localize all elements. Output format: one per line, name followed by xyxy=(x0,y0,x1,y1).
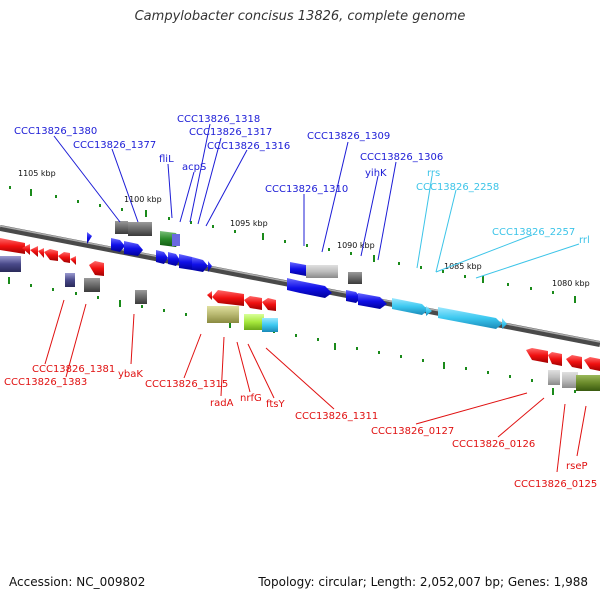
gene-box xyxy=(0,256,21,272)
gene-label-ccc13826-1311: CCC13826_1311 xyxy=(295,411,378,422)
gene-label-flil: fliL xyxy=(159,154,174,165)
gene-arrow xyxy=(87,232,92,244)
gene-label-ccc13826-2258: CCC13826_2258 xyxy=(416,182,499,193)
gene-box xyxy=(244,314,264,330)
forward-strand-genes xyxy=(87,221,507,329)
gene-box xyxy=(207,306,239,323)
gene-arrow xyxy=(208,261,212,272)
gene-arrow xyxy=(0,238,25,254)
gene-arrow xyxy=(262,298,276,311)
gene-arrow xyxy=(584,357,600,371)
gene-label-ccc13826-1315: CCC13826_1315 xyxy=(145,379,228,390)
gene-label-ccc13826-1317: CCC13826_1317 xyxy=(189,127,272,138)
gene-arrow xyxy=(156,250,168,264)
leader-lines-bottom xyxy=(44,299,587,473)
gene-arrow xyxy=(502,318,507,329)
gene-label-ccc13826-2257: CCC13826_2257 xyxy=(492,227,575,238)
gene-label-ccc13826-0127: CCC13826_0127 xyxy=(371,426,454,437)
gene-arrow xyxy=(358,293,387,309)
gene-box xyxy=(306,265,338,278)
gene-box xyxy=(84,278,100,292)
reverse-strand-genes xyxy=(0,238,600,391)
gene-arrow xyxy=(526,348,548,363)
gene-box xyxy=(262,318,278,332)
gene-label-ccc13826-1381: CCC13826_1381 xyxy=(32,364,115,375)
scale-labels: 1105 kbp 1100 kbp 1095 kbp 1090 kbp 1085… xyxy=(18,169,590,288)
gene-arrow xyxy=(287,278,332,298)
gene-label-ccc13826-1306: CCC13826_1306 xyxy=(360,152,443,163)
bottom-gene-labels: CCC13826_1381 CCC13826_1383 ybaK CCC1382… xyxy=(4,364,597,490)
gene-label-ccc13826-1383: CCC13826_1383 xyxy=(4,377,87,388)
gene-arrow xyxy=(346,290,361,303)
gene-box xyxy=(172,234,180,246)
gene-arrow xyxy=(212,290,244,306)
inner-ticks xyxy=(8,277,576,395)
gene-arrow xyxy=(38,248,44,258)
gene-label-ftsy: ftsY xyxy=(266,399,285,410)
gene-label-ccc13826-0126: CCC13826_0126 xyxy=(452,439,535,450)
outer-ticks xyxy=(9,186,576,303)
gene-arrow xyxy=(70,256,76,265)
topology-text: Topology: circular; Length: 2,052,007 bp… xyxy=(258,575,588,589)
gene-box xyxy=(65,273,75,287)
scale-label-1090: 1090 kbp xyxy=(337,241,375,250)
gene-label-rrl: rrl xyxy=(579,235,590,246)
gene-label-ccc13826-0125: CCC13826_0125 xyxy=(514,479,597,490)
gene-box xyxy=(548,370,560,385)
gene-label-ccc13826-1318: CCC13826_1318 xyxy=(177,114,260,125)
gene-arrow xyxy=(22,244,30,255)
scale-label-1080: 1080 kbp xyxy=(552,279,590,288)
gene-box xyxy=(348,272,362,284)
gene-label-rada: radA xyxy=(210,398,234,409)
gene-label-ybak: ybaK xyxy=(118,369,143,380)
gene-arrow xyxy=(438,307,502,329)
gene-label-acps: acpS xyxy=(182,162,206,173)
gene-box xyxy=(135,290,147,304)
gene-box xyxy=(562,372,578,388)
gene-arrow xyxy=(168,252,180,266)
gene-arrow xyxy=(89,261,104,276)
scale-label-1095: 1095 kbp xyxy=(230,219,268,228)
gene-box xyxy=(128,222,152,236)
gene-label-nrfg: nrfG xyxy=(240,393,262,404)
gene-box xyxy=(576,375,600,391)
gene-arrow xyxy=(44,249,58,261)
gene-arrow xyxy=(111,238,125,252)
genome-title: Campylobacter concisus 13826, complete g… xyxy=(134,9,466,24)
gene-arrow xyxy=(392,298,428,315)
gene-label-ccc13826-1380: CCC13826_1380 xyxy=(14,126,97,137)
gene-label-yihk: yihK xyxy=(365,168,387,179)
gene-label-rrs: rrs xyxy=(427,168,440,179)
gene-arrow xyxy=(124,241,143,256)
gene-label-ccc13826-1309: CCC13826_1309 xyxy=(307,131,390,142)
gene-arrow xyxy=(192,257,208,272)
gene-arrow xyxy=(58,252,70,263)
gene-label-rsep: rseP xyxy=(566,461,588,472)
gene-label-ccc13826-1316: CCC13826_1316 xyxy=(207,141,290,152)
gene-label-ccc13826-1377: CCC13826_1377 xyxy=(73,140,156,151)
scale-label-1100: 1100 kbp xyxy=(124,195,162,204)
gene-arrow xyxy=(244,296,262,310)
gene-box xyxy=(115,221,128,234)
gene-arrow xyxy=(426,306,432,316)
leader-lines-top xyxy=(53,123,580,279)
gene-arrow xyxy=(30,246,38,257)
gene-arrow xyxy=(207,291,212,300)
gene-arrow xyxy=(566,355,582,369)
scale-label-1105: 1105 kbp xyxy=(18,169,56,178)
scale-label-1085: 1085 kbp xyxy=(444,262,482,271)
accession-text: Accession: NC_009802 xyxy=(9,575,146,589)
top-gene-labels: CCC13826_1380 CCC13826_1377 fliL acpS CC… xyxy=(14,114,590,246)
gene-arrow xyxy=(548,352,562,366)
gene-label-ccc13826-1310: CCC13826_1310 xyxy=(265,184,348,195)
